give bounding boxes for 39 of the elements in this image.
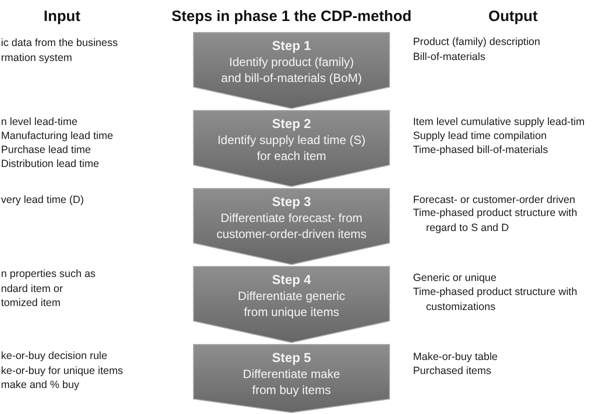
input-text: n level lead-time [1, 115, 78, 130]
output-text: Time-phased product structure with customizations [413, 285, 578, 314]
process-step [193, 188, 390, 265]
input-text: ke-or-buy for unique items [1, 364, 123, 378]
process-step [193, 344, 390, 413]
process-step [193, 32, 390, 109]
step-description: Identify supply lead time (S) for each item [216, 132, 367, 164]
output-text: Bill-of-materials [413, 50, 486, 64]
column-heading: Input [44, 8, 80, 26]
step-description: Differentiate make from buy items [242, 366, 342, 398]
input-text: Purchase lead time [1, 143, 91, 158]
step-heading: Step 3 [272, 194, 311, 210]
input-text: n properties such as ndard item or tomized item [1, 267, 97, 310]
output-text: Time-phased bill-of-materials [413, 143, 548, 158]
step-description: Differentiate forecast- from customer-order-driven items [215, 210, 368, 242]
step-description: Identify product (family) and bill-of-materials (BoM) [220, 54, 363, 86]
input-text: Distribution lead time [1, 157, 100, 172]
output-text: Purchased items [413, 364, 492, 378]
step-description: Differentiate generic from unique items [236, 288, 346, 320]
output-text: Make-or-buy table [413, 350, 498, 364]
output-text: Generic or unique [413, 271, 496, 286]
step-heading: Step 4 [272, 272, 311, 288]
step-heading: Step 5 [272, 350, 311, 366]
input-text: ic data from the business rmation system [1, 36, 119, 65]
input-text: make and % buy [1, 378, 80, 392]
output-text: Supply lead time compilation [413, 129, 547, 144]
column-heading: Output [488, 8, 538, 26]
output-text: Time-phased product structure with regard to S and D [413, 206, 578, 235]
process-step [193, 266, 390, 343]
column-heading: Steps in phase 1 the CDP-method [171, 8, 412, 26]
output-text: Product (family) description [413, 35, 540, 50]
input-text: very lead time (D) [1, 193, 84, 208]
input-text: ke-or-buy decision rule [1, 349, 108, 364]
input-text: Manufacturing lead time [1, 129, 114, 144]
step-heading: Step 1 [272, 38, 311, 54]
output-text: Forecast- or customer-order driven [413, 193, 576, 208]
process-step [193, 110, 390, 187]
output-text: Item level cumulative supply lead-tim [413, 115, 585, 130]
step-heading: Step 2 [272, 116, 311, 132]
